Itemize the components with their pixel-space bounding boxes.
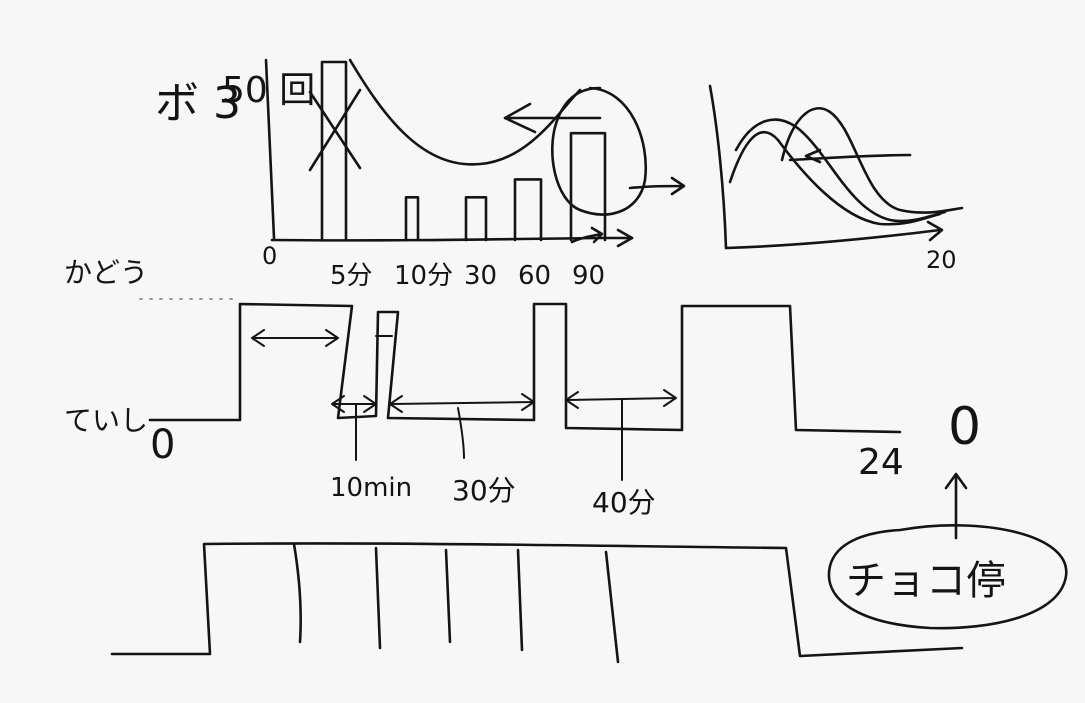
bottom-waveform (110, 542, 964, 658)
span-arrow-5 (565, 389, 677, 409)
bottom-tick-4 (516, 548, 524, 652)
bar-0 (320, 60, 348, 242)
x-tick-label: 30 (464, 261, 497, 291)
choko-tei-value: 0 (948, 397, 981, 457)
bar-2 (464, 195, 488, 242)
timeline-line (148, 302, 902, 434)
leader-line-2 (457, 407, 465, 459)
curve-series-1 (728, 131, 942, 226)
curve-peak-line (788, 148, 912, 164)
bar-chart-x-axis (270, 236, 634, 242)
circle-annotation (551, 86, 648, 216)
x-tick-label: 10分 (394, 261, 453, 291)
right-arrow-annotation (628, 176, 686, 196)
hour-24-label: 24 (858, 442, 904, 483)
timeline-waveform (148, 302, 902, 481)
bar-chart (264, 58, 686, 248)
bar-1 (404, 195, 420, 242)
bar-chart-y-label: ボ 3 (155, 78, 241, 129)
origin-label: 0 (262, 242, 277, 270)
duration-label-2: 30分 (452, 474, 516, 507)
bar-chart-y-axis (264, 58, 276, 240)
bar-3 (513, 178, 543, 242)
curve-series-2 (734, 118, 947, 223)
curve-series-3 (780, 107, 964, 214)
span-arrow-4 (389, 393, 535, 413)
bottom-tick-5 (604, 550, 620, 664)
bar-chart-inner-arrow (570, 226, 604, 244)
bottom-timeline (110, 542, 964, 664)
span-arrow-1 (251, 329, 339, 347)
bottom-tick-3 (444, 548, 452, 644)
bar-chart-x-ticks: 5分 10分 30 60 90 (330, 261, 605, 291)
bars (320, 60, 607, 242)
duration-label-1: 10min (330, 473, 412, 503)
curve-chart-x-axis (724, 220, 944, 250)
bottom-tick-1 (292, 542, 303, 644)
x-tick-label: 60 (518, 261, 551, 291)
choko-tei-ellipse (827, 524, 1068, 630)
hand-drawn-curve (348, 58, 582, 166)
teishi-value: 0 (150, 422, 175, 468)
span-arrow-2 (331, 395, 377, 413)
x-tick-label: 5分 (330, 261, 373, 291)
teishi-label: ていし (64, 404, 148, 437)
cross-out-mark (308, 88, 362, 172)
curve-chart-x-end: 20 (926, 246, 957, 274)
left-arrow-annotation (503, 102, 602, 134)
curve-chart-y-axis (708, 84, 728, 250)
bar-chart-x-arrow (616, 228, 634, 248)
curve-chart (708, 84, 964, 250)
bar-chart-y-max: 50 回 (222, 70, 315, 111)
up-arrow (944, 472, 968, 540)
bar-4 (569, 131, 607, 242)
x-tick-label: 90 (572, 261, 605, 291)
kadou-label: かどう (64, 256, 148, 289)
duration-label-3: 40分 (592, 486, 656, 519)
bottom-tick-2 (374, 546, 382, 650)
choko-tei-label: チョコ停 (846, 558, 1006, 604)
